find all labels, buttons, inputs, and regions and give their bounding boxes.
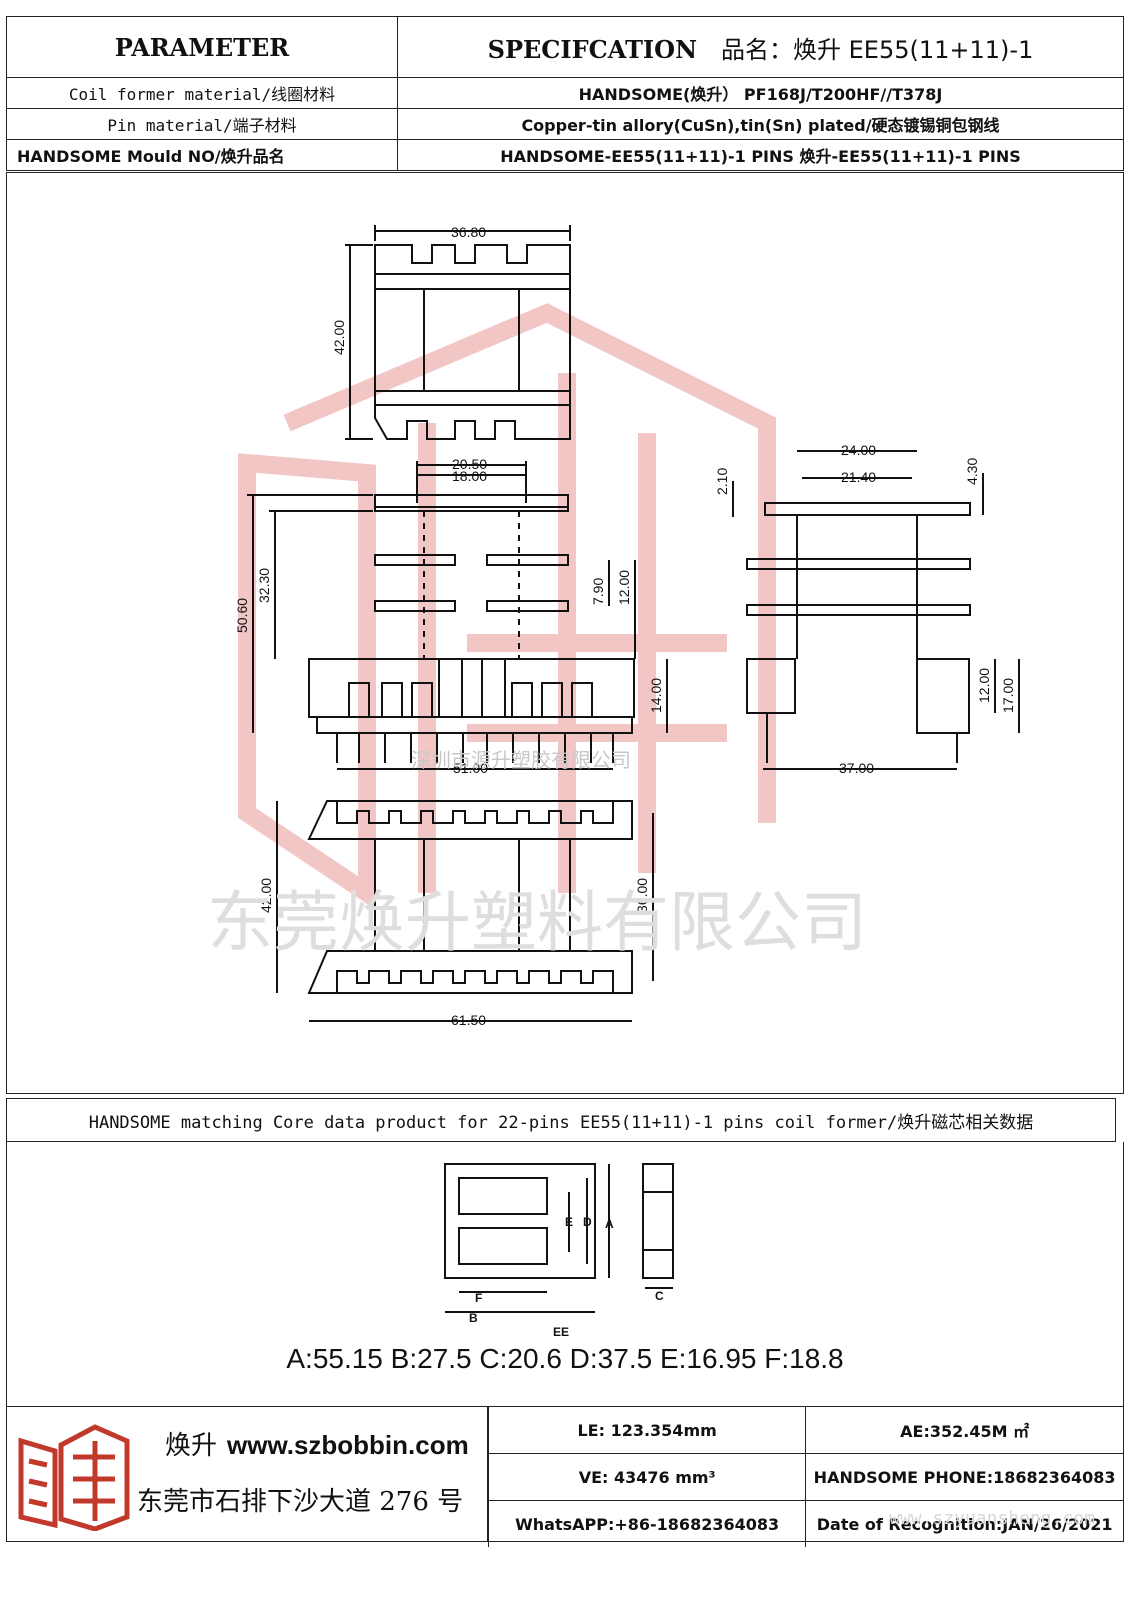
- mould-no-label: HANDSOME Mould NO/焕升品名: [6, 139, 398, 171]
- core-parameters-table: LE: 123.354mm AE:352.45M ㎡ VE: 43476 mm³…: [487, 1407, 1123, 1547]
- core-values: A:55.15 B:27.5 C:20.6 D:37.5 E:16.95 F:1…: [286, 1343, 844, 1374]
- dim-side-c: 2.10: [714, 468, 730, 495]
- dim-side-f: 17.00: [1000, 678, 1016, 713]
- coil-material-label: Coil former material/线圈材料: [6, 77, 398, 109]
- watermark-small: 深圳市源升塑胶有限公司: [411, 748, 631, 772]
- dim-height-mid: 32.30: [256, 568, 272, 603]
- core-label-f: F: [475, 1291, 482, 1305]
- dim-gap-1: 7.90: [590, 578, 606, 605]
- mould-no-value: HANDSOME-EE55(11+11)-1 PINS 焕升-EE55(11+1…: [397, 139, 1124, 171]
- dim-inner-a: 20.50: [452, 456, 487, 472]
- bobbin-drawing-svg: 36.80 42.00 20.50 18.00 50.60 32.30 7.90…: [207, 224, 1020, 1028]
- brand-line: 焕升 www.szbobbin.com: [165, 1425, 469, 1462]
- core-diagram-svg: A B C D E F EE: [444, 1163, 674, 1339]
- brand-logo: [18, 1424, 130, 1531]
- date-value: Date of Recognition:JAN/26/2021: [805, 1500, 1123, 1547]
- dim-bottom-h1: 42.00: [258, 878, 274, 913]
- whatsapp-value: WhatsAPP:+86-18682364083: [487, 1500, 807, 1547]
- core-label-c: C: [655, 1289, 664, 1303]
- watermark-url: www.szyuansheng.com: [889, 1508, 1095, 1529]
- core-label-a: A: [605, 1217, 614, 1231]
- coil-material-value: HANDSOME(焕升） PF168J/T200HF//T378J: [397, 77, 1124, 109]
- pin-material-label: Pin material/端子材料: [6, 108, 398, 140]
- address: 东莞市石排下沙大道 276 号: [137, 1487, 464, 1517]
- dim-side-width: 37.00: [839, 760, 874, 776]
- parameter-heading: PARAMETER: [6, 16, 398, 78]
- ae-value: AE:352.45M ㎡: [805, 1407, 1123, 1454]
- core-label-e: E: [565, 1215, 573, 1229]
- dim-side-a: 24.00: [841, 442, 876, 458]
- website-link[interactable]: www.szbobbin.com: [227, 1430, 469, 1460]
- dim-top-height: 42.00: [331, 320, 347, 355]
- core-type-label: EE: [553, 1325, 569, 1339]
- footer: 焕升 www.szbobbin.com 东莞市石排下沙大道 276 号 LE: 1…: [6, 1406, 1124, 1547]
- pin-material-value: Copper-tin allory(CuSn),tin(Sn) plated/硬…: [397, 108, 1124, 140]
- core-data-title: HANDSOME matching Core data product for …: [6, 1098, 1116, 1142]
- dim-base-height: 14.00: [648, 678, 664, 713]
- brand-name: 焕升: [165, 1431, 218, 1461]
- side-view: [732, 450, 1020, 770]
- dim-bottom-width: 61.50: [451, 1012, 486, 1028]
- core-diagram: A B C D E F EE: [6, 1142, 1124, 1406]
- core-label-d: D: [583, 1215, 592, 1229]
- ve-value: VE: 43476 mm³: [487, 1453, 807, 1501]
- dim-inner-b: 18.00: [452, 468, 487, 484]
- product-name: 品名：焕升 EE55(11+11)-1: [721, 35, 1034, 64]
- top-view: [345, 225, 571, 440]
- bottom-view: [276, 800, 654, 1022]
- dim-length: 51.00: [453, 760, 488, 776]
- dim-side-e: 12.00: [976, 668, 992, 703]
- dim-side-b: 21.40: [841, 469, 876, 485]
- dim-height-total: 50.60: [234, 598, 250, 633]
- le-value: LE: 123.354mm: [487, 1407, 807, 1454]
- dim-side-d: 4.30: [964, 458, 980, 485]
- watermark-large: 东莞焕升塑料有限公司: [207, 884, 867, 961]
- front-view: [247, 461, 668, 770]
- dim-gap-2: 12.00: [616, 570, 632, 605]
- bobbin-drawing: 36.80 42.00 20.50 18.00 50.60 32.30 7.90…: [6, 172, 1124, 1094]
- core-label-b: B: [469, 1311, 478, 1325]
- dim-top-width: 36.80: [451, 224, 486, 240]
- brand-area: 焕升 www.szbobbin.com 东莞市石排下沙大道 276 号: [7, 1407, 488, 1541]
- phone-value: HANDSOME PHONE:18682364083: [805, 1453, 1123, 1501]
- dim-bottom-h2: 36.00: [634, 878, 650, 913]
